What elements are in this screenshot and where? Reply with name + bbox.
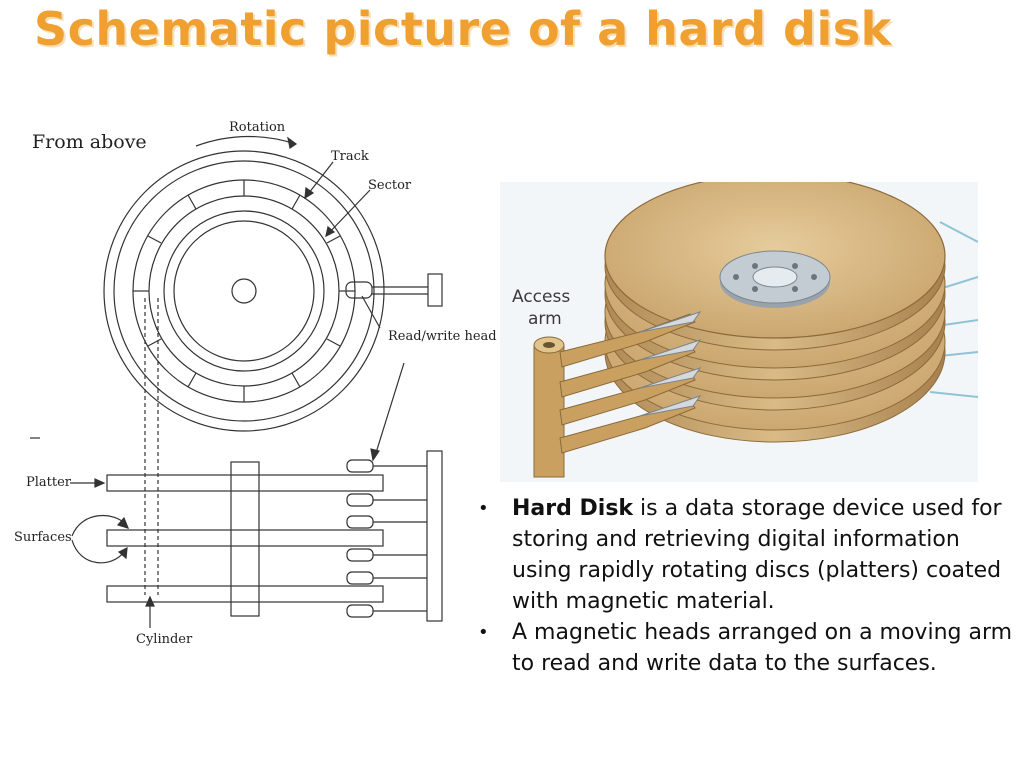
slide-title: Schematic picture of a hard disk — [34, 2, 892, 56]
head-arms — [346, 459, 427, 618]
bullet-bold-term: Hard Disk — [512, 496, 634, 521]
label-sector: Sector — [368, 178, 412, 193]
platter-side-3 — [106, 585, 384, 603]
sector-dividers — [133, 180, 355, 402]
description-bullets: • Hard Disk is a data storage device use… — [478, 493, 1018, 679]
hard-disk-schematic: From above Rotation Track Sector Read/wr… — [14, 120, 497, 647]
label-read-write-head: Read/write head — [388, 329, 497, 344]
spindle — [231, 278, 257, 304]
platter-side-1 — [106, 474, 384, 492]
access-arm — [533, 311, 702, 478]
read-write-head-top — [345, 281, 373, 299]
bullet-item: • A magnetic heads arranged on a moving … — [478, 620, 1013, 676]
label-rotation: Rotation — [229, 120, 286, 135]
bullet-item: • Hard Disk is a data storage device use… — [478, 496, 1002, 614]
platter-outline — [103, 150, 385, 432]
label-platter: Platter — [26, 475, 72, 490]
rotation-arrow — [195, 135, 297, 147]
bullet-text: A magnetic heads arranged on a moving ar… — [512, 620, 1013, 676]
platter-stack — [604, 182, 946, 443]
bullet-text: is a data storage device used for storin… — [512, 496, 1002, 614]
label-surfaces: Surfaces — [14, 530, 72, 545]
label-track: Track — [331, 149, 369, 164]
label-from-above: From above — [32, 131, 147, 153]
hard-disk-illustration: Access arm — [500, 182, 978, 482]
label-access: Access — [512, 287, 570, 307]
label-arm: arm — [528, 309, 562, 329]
platter-side-2 — [106, 529, 384, 547]
label-cylinder: Cylinder — [136, 632, 193, 647]
